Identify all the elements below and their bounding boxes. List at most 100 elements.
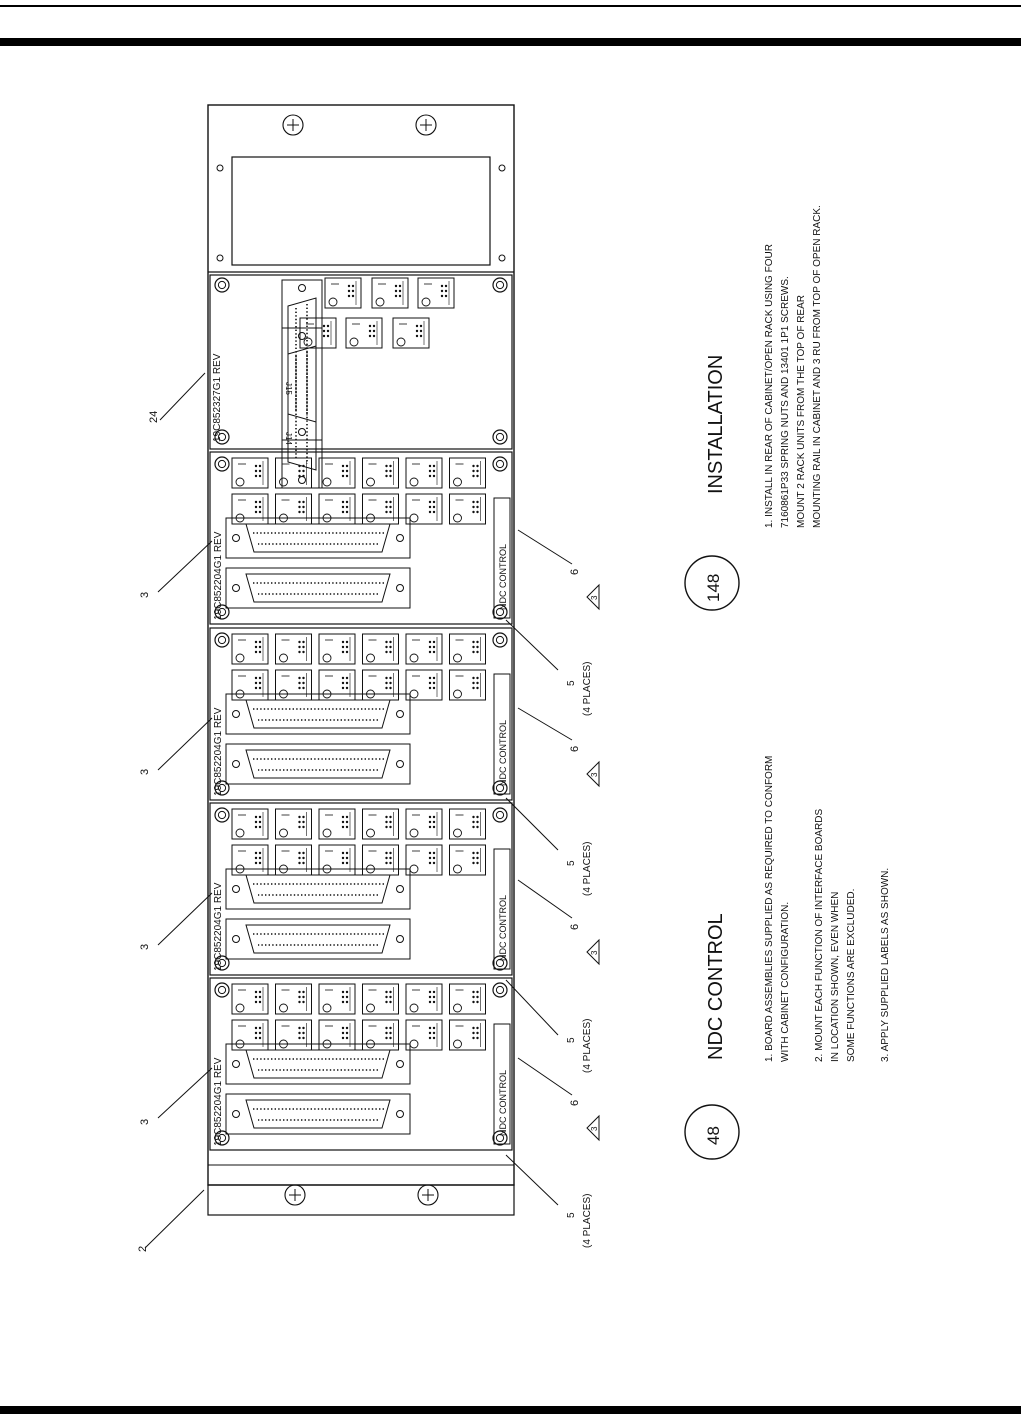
callout-5: 5 — [566, 860, 577, 866]
inst-note-line-2: 7160861P33 SPRING NUTS AND 13401 1P1 SCR… — [780, 276, 791, 528]
board-part-number-2: 19C852204G1 REV — [213, 707, 224, 796]
ndc-boards: NDC CONTROL 19C852204G1 REV NDC CONTROL 19C… — [209, 451, 513, 1151]
ndc-note-line-2: WITH CABINET CONFIGURATION. — [780, 902, 791, 1062]
modular-jack-icon — [231, 1019, 269, 1051]
inst-note-line-4: MOUNTING RAIL IN CABINET AND 3 RU FROM T… — [812, 205, 823, 528]
modular-jack-icon — [362, 669, 399, 701]
modular-jack-icon — [275, 983, 312, 1015]
modular-jack-icon — [318, 1019, 356, 1051]
board-19c852327: J15 J14 19C852327G1 REV — [209, 274, 513, 489]
circle-48: 48 — [684, 1104, 740, 1160]
modular-jack-icon — [362, 633, 399, 665]
modular-jack-icon — [231, 844, 269, 876]
modular-jack-icon — [231, 633, 269, 665]
callout-24: 24 — [148, 411, 160, 423]
callout-6: 6 — [569, 924, 581, 930]
ndc-board-2: NDC CONTROL 19C852204G1 REV — [209, 627, 513, 801]
callout-6: 6 — [569, 746, 581, 752]
modular-jack-icon — [449, 457, 486, 489]
ndc-note-line-5: SOME FUNCTIONS ARE EXCLUDED. — [846, 889, 857, 1062]
hex-screw-icon — [492, 456, 508, 472]
modular-jack-icon — [405, 844, 443, 876]
ndc-control-label: NDC CONTROL — [498, 1070, 508, 1136]
modular-jack-icon — [275, 1019, 312, 1051]
board-part-number-5: 19C852327G1 REV — [212, 353, 223, 442]
hex-screw-icon — [214, 807, 230, 823]
ndc-note-line-4: IN LOCATION SHOWN, EVEN WHEN — [830, 892, 841, 1062]
modular-jack-icon — [275, 844, 312, 876]
callout-6: 6 — [569, 569, 581, 575]
note-triangle-number: 3 — [590, 950, 599, 955]
hex-screw-icon — [214, 456, 230, 472]
modular-jack-icon — [405, 1019, 443, 1051]
ndc-note-line-1: 1. BOARD ASSEMBLIES SUPPLIED AS REQUIRED… — [764, 756, 775, 1062]
callout-3-b: 3 — [139, 769, 151, 775]
d-sub-connector — [225, 743, 411, 785]
callout-6-labels: 6 3 6 3 6 3 6 3 — [569, 569, 600, 1142]
hex-screw-icon — [492, 632, 508, 648]
note-triangle-icon — [586, 1114, 600, 1142]
modular-jack-icon — [231, 457, 269, 489]
modular-jack-icon — [362, 1019, 399, 1051]
header-rule-thin — [0, 5, 1021, 7]
note-triangle-number: 3 — [590, 595, 599, 600]
note-triangle-number: 3 — [590, 1126, 599, 1131]
modular-jack-icon — [318, 983, 356, 1015]
ndc-note-line-3: 2. MOUNT EACH FUNCTION OF INTERFACE BOAR… — [814, 809, 825, 1062]
modular-jack-icon — [318, 493, 356, 525]
modular-jack-icon — [405, 808, 443, 840]
inst-note-line-3: MOUNT 2 RACK UNITS FROM THE TOP OF REAR — [796, 295, 807, 528]
modular-jack-icon — [231, 493, 269, 525]
modular-jack-icon — [231, 669, 269, 701]
hex-screw-icon — [492, 982, 508, 998]
ndc-control-label: NDC CONTROL — [498, 895, 508, 961]
modular-jack-icon — [275, 457, 312, 489]
callout-5: 5 — [566, 1037, 577, 1043]
connector-label-j15: J15 — [284, 382, 293, 395]
modular-jack-icon — [318, 457, 356, 489]
blank-panel — [216, 156, 506, 266]
modular-jack-icon — [318, 669, 356, 701]
d-sub-connector — [225, 1093, 411, 1135]
callout-5-labels: 5(4 PLACES)5(4 PLACES)5(4 PLACES)5(4 PLA… — [566, 662, 593, 1248]
modular-jack-icon — [231, 808, 269, 840]
modular-jack-icon — [362, 457, 399, 489]
hex-screw-icon — [214, 632, 230, 648]
note-triangle-icon — [586, 760, 600, 788]
callout-numbers: 2 24 3 3 3 3 — [137, 411, 160, 1252]
modular-jack-icon — [318, 633, 356, 665]
d-sub-connector — [225, 918, 411, 960]
ndc-control-label: NDC CONTROL — [498, 544, 508, 610]
board-part-number-3: 19C852204G1 REV — [213, 882, 224, 971]
note-triangle-icon — [586, 583, 600, 611]
callout-5: 5 — [566, 1212, 577, 1218]
callout-4-places: (4 PLACES) — [582, 1194, 593, 1248]
modular-jack-icon — [275, 633, 312, 665]
d-sub-connector — [225, 567, 411, 609]
modular-jack-icon — [318, 808, 356, 840]
installation-title: INSTALLATION — [705, 355, 727, 494]
footer-rule — [0, 1406, 1021, 1414]
circle-48-label: 48 — [704, 1126, 723, 1145]
rack-ear-top — [282, 114, 437, 136]
header-rule — [0, 38, 1021, 46]
callout-3-c: 3 — [139, 944, 151, 950]
modular-jack-icon — [405, 669, 443, 701]
note-triangle-icon — [586, 938, 600, 966]
rack-frame — [207, 104, 515, 1216]
modular-jack-icon — [449, 633, 486, 665]
modular-jack-icon — [362, 844, 399, 876]
ndc-control-label: NDC CONTROL — [498, 720, 508, 786]
hex-screw-icon — [214, 982, 230, 998]
modular-jack-icon — [405, 633, 443, 665]
note-triangle-number: 3 — [590, 772, 599, 777]
callout-6: 6 — [569, 1100, 581, 1106]
ndc-note-line-6: 3. APPLY SUPPLIED LABELS AS SHOWN. — [880, 868, 891, 1062]
modular-jack-icon — [405, 457, 443, 489]
inst-note-line-1: 1. INSTALL IN REAR OF CABINET/OPEN RACK … — [764, 244, 775, 528]
modular-jack-icon — [449, 1019, 486, 1051]
leaders — [144, 372, 573, 1249]
modular-jack-icon — [449, 669, 486, 701]
